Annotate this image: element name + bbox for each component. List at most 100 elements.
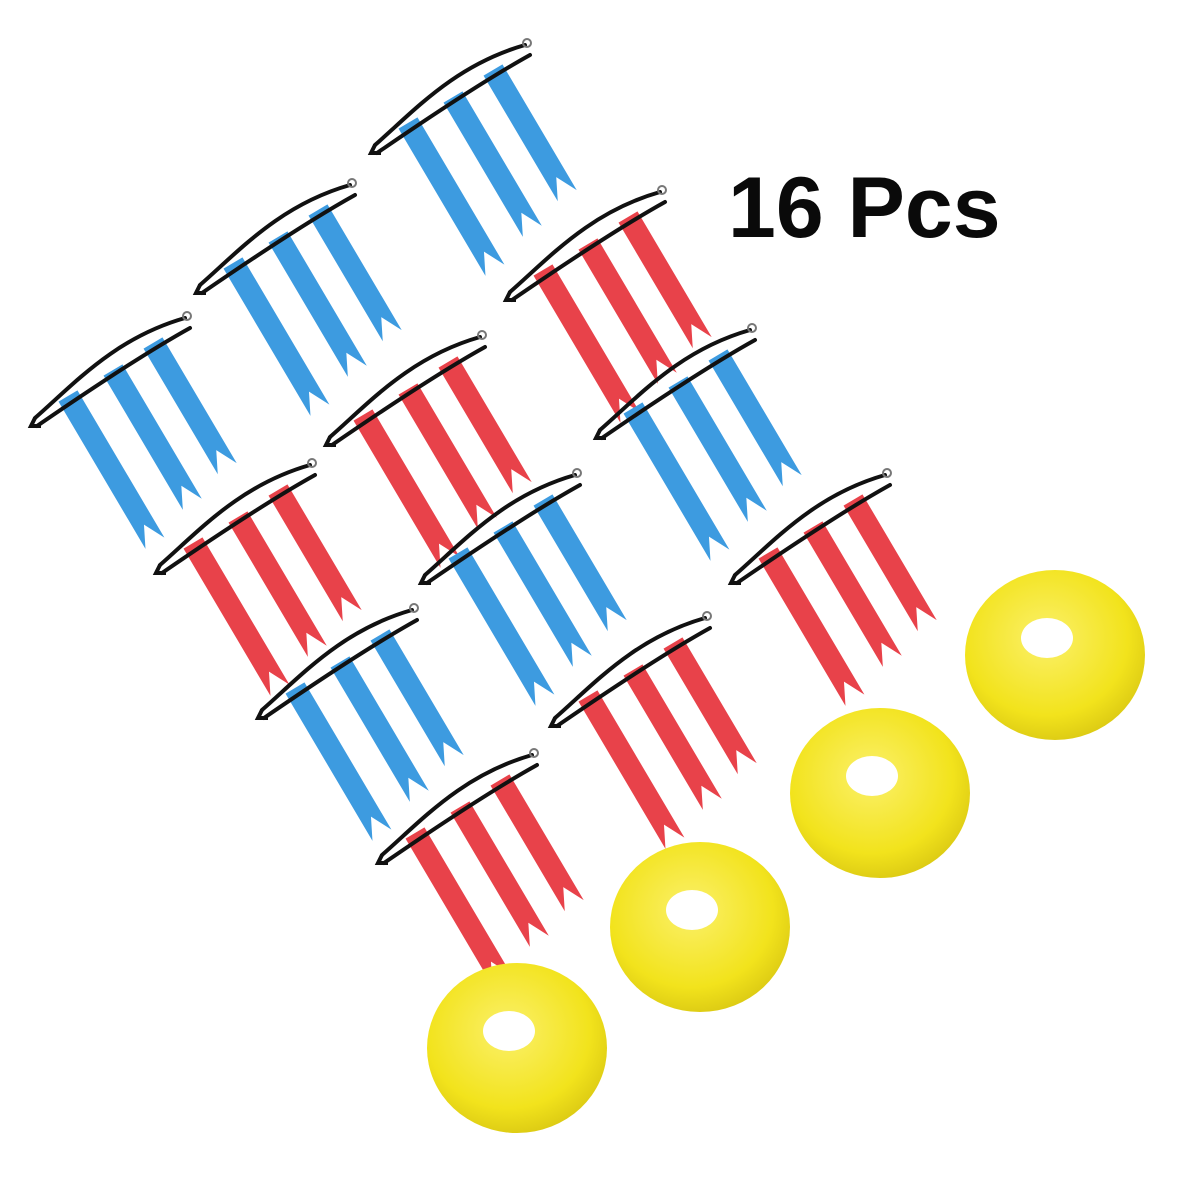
belt-strap [380, 753, 534, 857]
belt-ring [572, 468, 582, 478]
belt-end [254, 709, 268, 720]
disc-cone [965, 570, 1145, 740]
flag-blue [103, 364, 202, 510]
flag-red [663, 637, 757, 775]
disc-cone [427, 963, 607, 1133]
belt-strap [330, 345, 487, 447]
flag-blue [483, 64, 577, 202]
flag-belt-red [322, 330, 532, 568]
belt-strap [260, 608, 414, 712]
disc-cone [790, 708, 970, 878]
flag-red [490, 774, 584, 912]
flag-red [450, 801, 549, 947]
flag-red [618, 211, 712, 349]
belt-strap [553, 616, 707, 720]
belt-end [152, 564, 166, 575]
belt-strap [733, 473, 887, 577]
belt-end [27, 417, 41, 428]
belt-ring [882, 468, 892, 478]
flag-red [578, 238, 677, 384]
belt-ring [307, 458, 317, 468]
belt-strap [158, 463, 312, 567]
flag-blue [285, 682, 392, 841]
belt-strap [382, 763, 539, 865]
flag-red [533, 264, 640, 423]
flag-red [183, 537, 290, 696]
cone-hole [1021, 618, 1073, 658]
flag-red [843, 494, 937, 632]
flag-red [268, 484, 362, 622]
belt-end [367, 144, 381, 155]
belt-strap [598, 328, 752, 432]
flag-red [803, 521, 902, 667]
belt-ring [347, 178, 357, 188]
flag-blue [370, 629, 464, 767]
piece-count-label: 16 Pcs [728, 160, 1001, 256]
belt-ring [529, 748, 539, 758]
flag-blue [223, 257, 330, 416]
cone-hole [846, 756, 898, 796]
belt-end [547, 717, 561, 728]
flag-blue [58, 390, 165, 549]
flag-belt-red [152, 458, 362, 696]
flag-blue [268, 231, 367, 377]
belt-end [727, 574, 741, 585]
flag-belt-blue [192, 178, 402, 416]
flag-belt-red [502, 185, 712, 423]
flag-belt-blue [27, 311, 237, 549]
flag-red [228, 511, 327, 657]
belt-strap [735, 483, 892, 585]
flag-belt-red [547, 611, 757, 849]
belt-ring [747, 323, 757, 333]
belt-strap [555, 626, 712, 728]
flag-belt-blue [367, 38, 577, 276]
belt-strap [375, 53, 532, 155]
belt-end [322, 436, 336, 447]
belt-strap [508, 190, 662, 294]
flag-red [438, 356, 532, 494]
belt-strap [373, 43, 527, 147]
belt-strap [160, 473, 317, 575]
belt-strap [33, 316, 187, 420]
flag-red [758, 547, 865, 706]
belt-strap [600, 338, 757, 440]
belt-end [374, 854, 388, 865]
belt-strap [262, 618, 419, 720]
belt-ring [522, 38, 532, 48]
belt-end [417, 574, 431, 585]
disc-cone [610, 842, 790, 1012]
cone-hole [666, 890, 718, 930]
flag-red [353, 409, 460, 568]
flag-belt-red [727, 468, 937, 706]
belt-end [592, 429, 606, 440]
flag-blue [668, 376, 767, 522]
flag-red [578, 690, 685, 849]
belt-strap [510, 200, 667, 302]
flag-red [623, 664, 722, 810]
flag-belt-blue [592, 323, 802, 561]
belt-end [192, 284, 206, 295]
flag-belt-blue [254, 603, 464, 841]
flag-red [398, 383, 497, 529]
flag-blue [493, 521, 592, 667]
belt-strap [198, 183, 352, 287]
belt-ring [409, 603, 419, 613]
flag-blue [308, 204, 402, 342]
cone-hole [483, 1011, 535, 1051]
flag-red [405, 827, 512, 986]
flag-blue [623, 402, 730, 561]
belt-ring [657, 185, 667, 195]
belt-strap [423, 473, 577, 577]
belt-ring [182, 311, 192, 321]
flag-blue [533, 494, 627, 632]
flag-blue [443, 91, 542, 237]
belt-strap [425, 483, 582, 585]
flag-blue [143, 337, 237, 475]
belt-ring [702, 611, 712, 621]
flag-blue [398, 117, 505, 276]
belt-strap [328, 335, 482, 439]
belt-end [502, 291, 516, 302]
flag-blue [448, 547, 555, 706]
